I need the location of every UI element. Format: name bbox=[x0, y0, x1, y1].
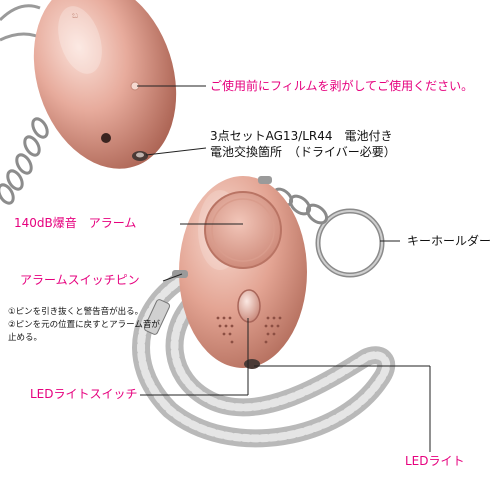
led-lens bbox=[244, 359, 260, 369]
usage-notes: ①ピンを引き抜くと警告音が出る。 ②ピンを元の位置に戻すとアラーム音が 止める。 bbox=[8, 306, 160, 346]
key-ring bbox=[272, 187, 385, 278]
alarm-speaker bbox=[204, 191, 282, 269]
led-light-label: LEDライト bbox=[405, 454, 465, 468]
top-device-chain bbox=[0, 117, 49, 205]
key-holder-label: キーホールダー bbox=[407, 234, 492, 248]
top-device-body bbox=[33, 0, 177, 169]
leader-lines-top bbox=[137, 85, 207, 156]
led-switch-label: LEDライトスイッチ bbox=[30, 387, 138, 401]
alarm-db-label: 140dB爆音 アラーム bbox=[14, 216, 137, 230]
screw-hole bbox=[101, 133, 111, 143]
usage-note-1: ①ピンを引き抜くと警告音が出る。 bbox=[8, 307, 144, 317]
strap-clip bbox=[143, 299, 171, 335]
usage-note-3: 止める。 bbox=[8, 333, 43, 344]
alarm-switch-pin-label: アラームスイッチピン bbox=[20, 273, 140, 287]
svg-text:ಬ: ಬ bbox=[72, 11, 78, 21]
battery-label-line1: 3点セットAG13/LR44 電池付き bbox=[210, 129, 393, 143]
usage-note-2: ②ピンを元の位置に戻すとアラーム音が bbox=[8, 320, 160, 331]
battery-label-line2: 電池交換箇所 （ドライバー必要） bbox=[210, 145, 396, 159]
lanyard-strap bbox=[132, 266, 396, 448]
led-switch-button bbox=[237, 289, 261, 323]
speaker-holes bbox=[216, 316, 282, 344]
film-notice-label: ご使用前にフィルムを剥がしてご使用ください。 bbox=[210, 79, 474, 93]
leader-lines-bottom bbox=[140, 223, 431, 452]
